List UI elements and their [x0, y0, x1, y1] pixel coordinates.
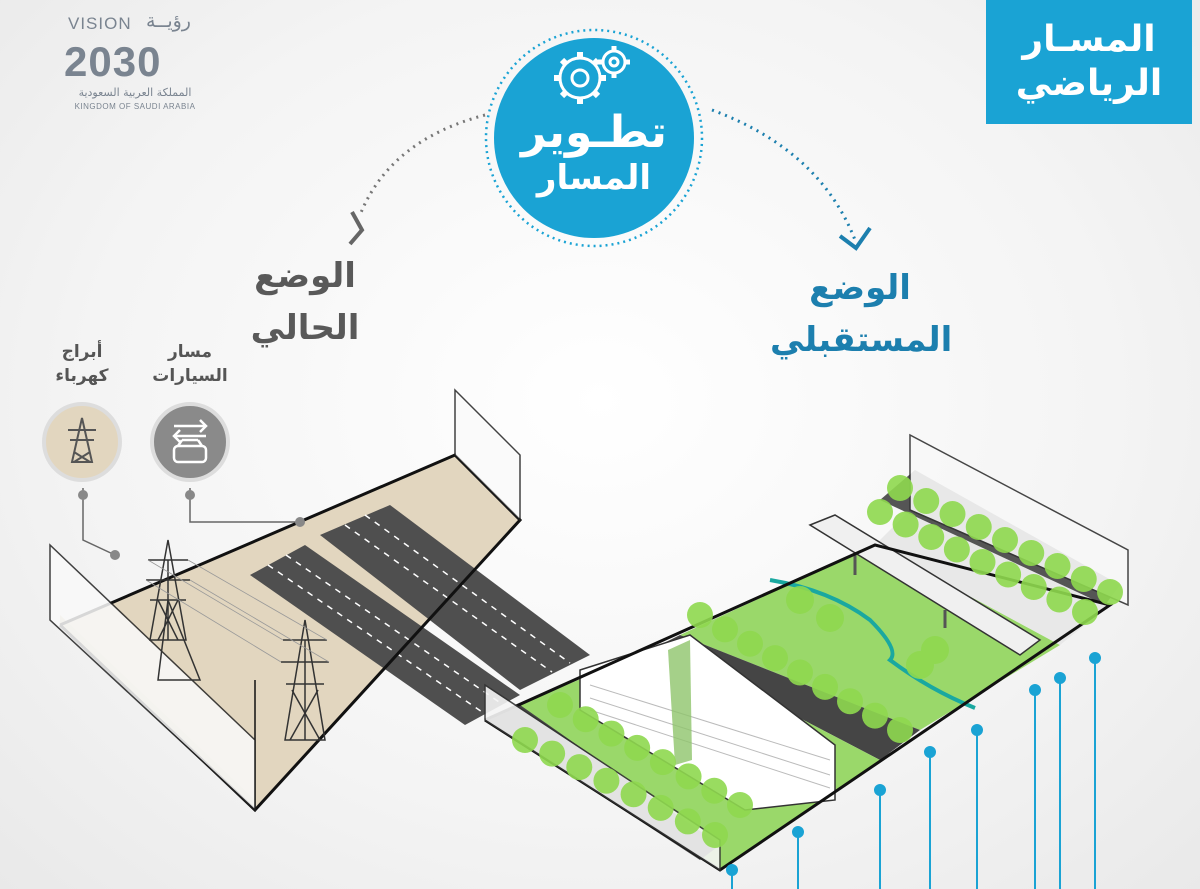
tree [701, 777, 728, 804]
car-lane-icon [172, 419, 208, 464]
hub-title: تطـوير المسار [484, 107, 704, 199]
hub-line2: المسار [536, 158, 652, 198]
logo-kingdom-ar: المملكة العربية السعودية [78, 86, 192, 99]
pin-dot [726, 864, 738, 876]
tree [867, 499, 893, 525]
power-tower-1 [146, 539, 202, 681]
tree [1072, 599, 1098, 625]
hub-circle-outer [484, 28, 704, 248]
tree [887, 475, 913, 501]
badge-line1: المسـار [1022, 19, 1156, 60]
future-state-line2: المستقبلي [770, 320, 953, 360]
river [769, 578, 976, 710]
tree [566, 754, 593, 781]
roads-line1: مسار [168, 342, 212, 362]
tree [687, 602, 713, 628]
tree [624, 734, 651, 761]
tree [862, 702, 888, 729]
tree [969, 549, 996, 575]
power-tower-icon [68, 417, 96, 463]
tree [812, 673, 838, 700]
tree [674, 808, 701, 835]
tree [816, 604, 844, 632]
tree [539, 740, 566, 767]
current-state-line1: الوضع [254, 256, 356, 296]
tree [762, 645, 788, 672]
tree [995, 561, 1022, 588]
future-state-label: الوضع المستقبلي [770, 262, 953, 366]
pin-dot [924, 746, 936, 758]
tree [887, 717, 913, 743]
tree [649, 749, 676, 776]
tree [1044, 553, 1071, 579]
tree [892, 511, 919, 538]
pins [726, 652, 1101, 889]
pin-dot [1089, 652, 1101, 664]
towers-line1: أبراج [61, 342, 103, 362]
tree [906, 651, 934, 679]
towers-line2: كهرباء [55, 366, 109, 386]
tree [593, 767, 620, 794]
current-road-2 [250, 545, 520, 725]
tree [620, 781, 647, 808]
tree [992, 527, 1018, 553]
pin-dot [874, 784, 886, 796]
trees [512, 475, 1123, 848]
logo-vision-en: VISION [68, 14, 132, 33]
tree [787, 659, 813, 686]
power-tower-2 [281, 619, 329, 741]
tree [1020, 574, 1047, 600]
tree [512, 727, 538, 753]
tree [727, 792, 753, 818]
current-state-label: الوضع الحالي [240, 250, 370, 354]
hub-circle [494, 38, 694, 238]
tree [786, 586, 814, 614]
tree [737, 630, 763, 657]
arc-right [711, 108, 857, 241]
tree [598, 720, 625, 747]
tree [965, 514, 992, 540]
arc-arrow-right [838, 226, 872, 251]
tree [918, 524, 945, 550]
tree [547, 692, 573, 718]
pin-dot [1029, 684, 1041, 696]
roads-line2: السيارات [152, 366, 228, 386]
tower-legend-icon-circle [42, 402, 122, 482]
tree [712, 616, 738, 643]
tree [943, 536, 970, 563]
car-legend-icon-circle [150, 402, 230, 482]
pin-dot [1054, 672, 1066, 684]
vision-2030-logo: VISION رؤيــة 2030 المملكة العربية السعو… [60, 10, 210, 111]
tree [939, 501, 966, 527]
current-state-line2: الحالي [250, 308, 360, 348]
logo-kingdom-en: KINGDOM OF SAUDI ARABIA [74, 102, 196, 111]
badge-line2: الرياضي [1015, 63, 1163, 104]
tree [675, 763, 702, 790]
tree [1070, 566, 1097, 592]
hub-line1: تطـوير [521, 107, 667, 158]
pin-dot [792, 826, 804, 838]
pin-dot [971, 724, 983, 736]
current-road-1 [320, 505, 590, 690]
logo-vision-ar: رؤيــة [146, 10, 191, 32]
tree [837, 688, 863, 715]
arc-left [358, 113, 486, 216]
tree [1046, 586, 1073, 613]
roads-legend-label: مسار السيارات [140, 340, 240, 388]
tree [1018, 540, 1045, 566]
tree [1097, 579, 1123, 605]
arc-arrow-left [348, 211, 365, 246]
future-state-line1: الوضع [809, 268, 911, 308]
tree [702, 822, 728, 848]
tree [572, 706, 599, 733]
towers-legend-label: أبراج كهرباء [32, 340, 132, 388]
tree [913, 488, 940, 514]
gears-icon [554, 46, 630, 104]
logo-year: 2030 [64, 38, 162, 85]
tree [647, 794, 674, 821]
sports-track-badge: المسـار الرياضي [986, 0, 1192, 124]
